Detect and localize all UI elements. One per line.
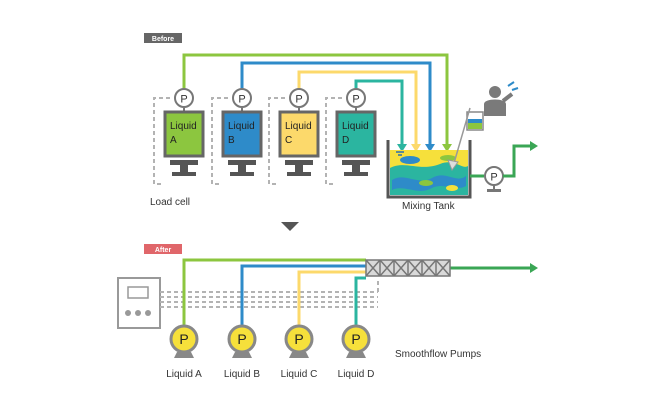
liquid-b-feed-line [240, 61, 432, 148]
control-signal-lines [160, 278, 379, 308]
before-badge-label: Before [152, 36, 174, 43]
tank-c-label-line2: C [285, 135, 292, 146]
liquid-a-arrowhead [442, 144, 452, 152]
liquid-c-arrowhead [411, 144, 421, 152]
controller-box-icon [117, 277, 161, 329]
load-cell-outline-c [268, 97, 285, 185]
liquid-a-feed-line [182, 53, 449, 148]
after-liquid-d-label: Liquid D [338, 369, 375, 380]
liquid-c-feed-line [297, 70, 418, 148]
before-pump-c-symbol: P [295, 94, 302, 106]
liquid-b-arrowhead [425, 144, 435, 152]
smoothflow-pump-d: P [341, 324, 371, 358]
load-cell-scale-b [228, 160, 256, 176]
before-pump-a-symbol: P [180, 94, 187, 106]
tank-b-label-line1: Liquid [228, 121, 255, 132]
smoothflow-pump-d-symbol: P [351, 331, 360, 347]
tank-d-label-line1: Liquid [342, 121, 369, 132]
load-cell-outline-a [153, 97, 170, 185]
transition-arrow-icon [281, 222, 299, 231]
tank-a-label-line1: Liquid [170, 121, 197, 132]
tank-liquid-d: Liquid D [335, 110, 377, 158]
after-badge: After [144, 244, 182, 254]
after-liquid-a-line [182, 258, 366, 325]
after-liquid-d-line [354, 276, 366, 325]
tank-c-label-line1: Liquid [285, 121, 312, 132]
after-badge-label: After [155, 247, 172, 254]
mixing-tank-label: Mixing Tank [402, 201, 456, 212]
after-feed-lines [182, 258, 530, 325]
smoothflow-pump-a: P [169, 324, 199, 358]
smoothflow-pumps-label: Smoothflow Pumps [395, 349, 481, 360]
smoothflow-pump-c: P [284, 324, 314, 358]
tank-a-label-line2: A [170, 135, 177, 146]
liquid-d-feed-line [354, 79, 404, 148]
before-pump-a: P [174, 88, 194, 112]
before-feed-lines [182, 53, 452, 152]
after-liquid-c-line [297, 270, 366, 325]
after-liquid-c-label: Liquid C [281, 369, 318, 380]
after-liquid-b-line [240, 264, 366, 325]
load-cell-scale-d [342, 160, 370, 176]
smoothflow-pump-b: P [227, 324, 257, 358]
liquid-d-arrowhead [397, 144, 407, 152]
operator-with-beaker-icon [447, 81, 519, 172]
outlet-pump-symbol: P [490, 172, 497, 184]
load-cell-outline-d [325, 97, 342, 185]
before-pump-d: P [346, 88, 366, 112]
after-outlet-arrowhead [530, 263, 538, 273]
outlet-pump: P [470, 141, 538, 192]
tank-liquid-b: Liquid B [221, 110, 263, 158]
load-cell-scale-a [170, 160, 198, 176]
before-pump-b: P [232, 88, 252, 112]
tank-liquid-c: Liquid C [278, 110, 320, 158]
before-badge: Before [144, 33, 182, 43]
load-cell-scales [170, 160, 370, 176]
load-cell-outline-b [211, 97, 228, 185]
smoothflow-pump-c-symbol: P [294, 331, 303, 347]
static-mixer [365, 259, 451, 277]
smoothflow-pump-b-symbol: P [237, 331, 246, 347]
smoothflow-pump-a-symbol: P [179, 331, 188, 347]
before-pump-c: P [289, 88, 309, 112]
after-liquid-b-label: Liquid B [224, 369, 260, 380]
load-cell-outlines [153, 97, 342, 185]
mixing-tank [386, 140, 472, 199]
tank-d-label-line2: D [342, 135, 349, 146]
outlet-arrowhead [530, 141, 538, 151]
load-cell-scale-c [285, 160, 313, 176]
tank-b-label-line2: B [228, 135, 235, 146]
load-cell-label: Load cell [150, 197, 190, 208]
before-pump-d-symbol: P [352, 94, 359, 106]
tank-liquid-a: Liquid A [163, 110, 205, 158]
after-liquid-a-label: Liquid A [166, 369, 202, 380]
before-pump-b-symbol: P [238, 94, 245, 106]
